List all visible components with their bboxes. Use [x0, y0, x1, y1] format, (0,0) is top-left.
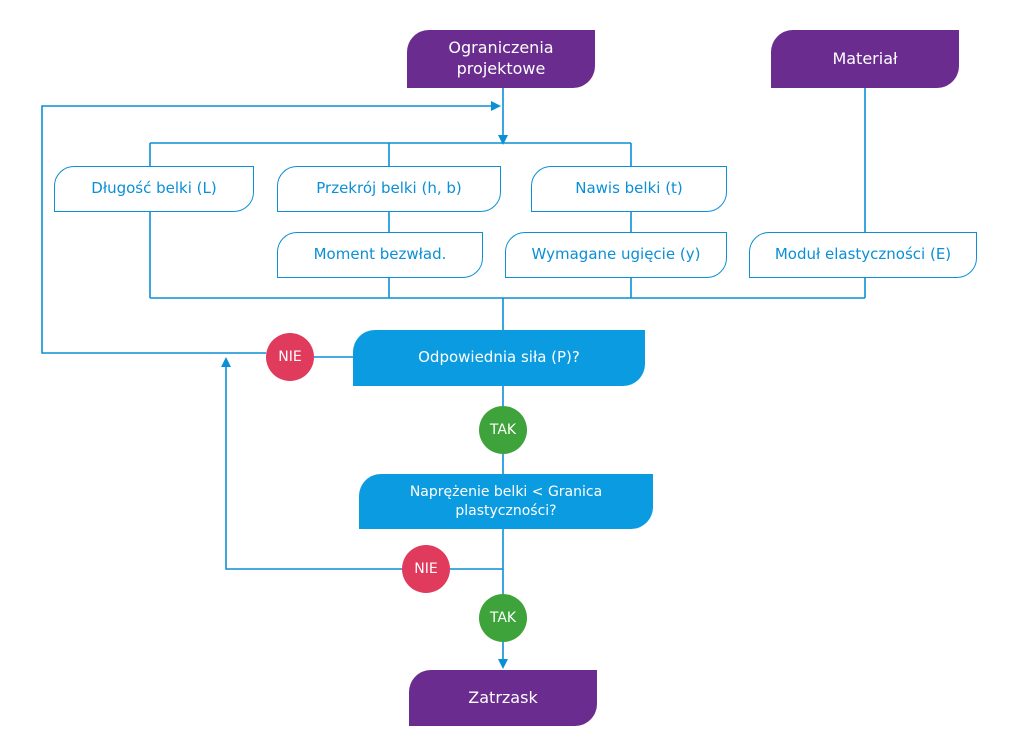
deflection-label: Wymagane ugięcie (y): [531, 245, 701, 264]
force-decision: Odpowiednia siła (P)?: [353, 330, 645, 386]
modulus-label: Moduł elastyczności (E): [774, 245, 952, 264]
length-label: Długość belki (L): [91, 179, 217, 198]
deflection-node: Wymagane ugięcie (y): [505, 232, 727, 278]
end-label: Zatrzask: [468, 687, 538, 707]
yes-badge-1: TAK: [479, 406, 527, 454]
no-badge-2: NIE: [402, 545, 450, 593]
length-node: Długość belki (L): [54, 166, 254, 212]
moment-node: Moment bezwład.: [277, 232, 483, 278]
connector-loop-2: [221, 357, 402, 570]
constraints-label: Ograniczenia projektowe: [448, 38, 554, 78]
constraints-node: Ograniczenia projektowe: [407, 30, 595, 88]
section-label: Przekrój belki (h, b): [316, 179, 462, 198]
stress-decision: Naprężenie belki < Granica plastyczności…: [359, 474, 653, 529]
force-decision-label: Odpowiednia siła (P)?: [418, 348, 580, 367]
modulus-node: Moduł elastyczności (E): [749, 232, 977, 278]
yes-badge-2: TAK: [479, 594, 527, 642]
no-badge-1-label: NIE: [278, 349, 302, 365]
yes-badge-2-label: TAK: [489, 610, 517, 626]
material-node: Materiał: [771, 30, 959, 88]
overhang-label: Nawis belki (t): [575, 179, 683, 198]
yes-badge-1-label: TAK: [489, 422, 517, 438]
connector-loop-1: [41, 105, 494, 354]
overhang-node: Nawis belki (t): [531, 166, 727, 212]
material-label: Materiał: [832, 48, 898, 68]
moment-label: Moment bezwład.: [313, 245, 447, 264]
no-badge-1: NIE: [266, 333, 314, 381]
section-node: Przekrój belki (h, b): [277, 166, 501, 212]
stress-decision-label: Naprężenie belki < Granica plastyczności…: [409, 484, 603, 519]
no-badge-2-label: NIE: [414, 561, 438, 577]
end-node: Zatrzask: [409, 670, 597, 726]
